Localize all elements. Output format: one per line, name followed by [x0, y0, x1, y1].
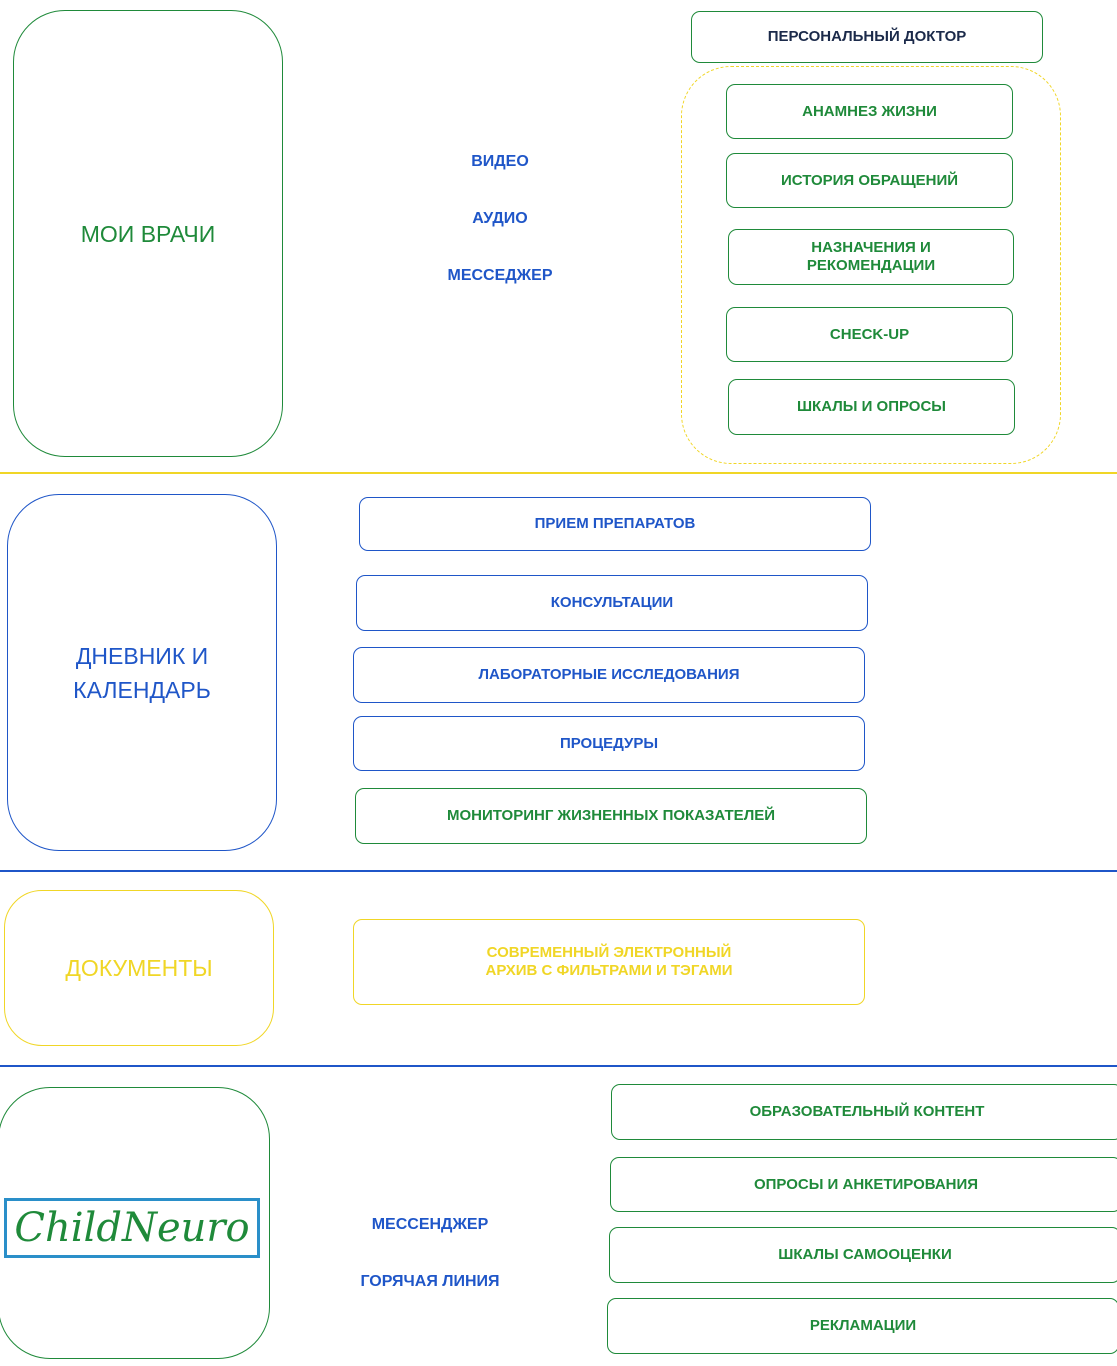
messenger-link[interactable]: МЕССЕДЖЕР: [447, 267, 553, 284]
documents-panel[interactable]: ДОКУМЕНТЫ: [4, 890, 274, 1046]
vitals-monitoring-button[interactable]: МОНИТОРИНГ ЖИЗНЕННЫХ ПОКАЗАТЕЛЕЙ: [355, 788, 867, 844]
electronic-archive-button[interactable]: СОВРЕМЕННЫЙ ЭЛЕКТРОННЫЙ АРХИВ С ФИЛЬТРАМ…: [353, 919, 865, 1005]
life-anamnesis-button[interactable]: АНАМНЕЗ ЖИЗНИ: [726, 84, 1013, 139]
consultations-button[interactable]: КОНСУЛЬТАЦИИ: [356, 575, 868, 631]
medication-intake-button[interactable]: ПРИЕМ ПРЕПАРАТОВ: [359, 497, 871, 551]
checkup-button[interactable]: CHECK-UP: [726, 307, 1013, 362]
childneuro-panel: [0, 1087, 270, 1359]
prescriptions-button[interactable]: НАЗНАЧЕНИЯ И РЕКОМЕНДАЦИИ: [728, 229, 1014, 285]
section-divider-1: [0, 472, 1117, 474]
video-link[interactable]: ВИДЕО: [471, 153, 529, 170]
diary-calendar-panel[interactable]: ДНЕВНИК И КАЛЕНДАРЬ: [7, 494, 277, 851]
my-doctors-title: МОИ ВРАЧИ: [80, 220, 216, 247]
my-doctors-panel[interactable]: МОИ ВРАЧИ: [13, 10, 283, 457]
messenger-link-2[interactable]: МЕССЕНДЖЕР: [371, 1216, 489, 1233]
claims-button[interactable]: РЕКЛАМАЦИИ: [607, 1298, 1117, 1354]
section-divider-2: [0, 870, 1117, 872]
visit-history-button[interactable]: ИСТОРИЯ ОБРАЩЕНИЙ: [726, 153, 1013, 208]
childneuro-logo-text: ChildNeuro: [14, 1205, 250, 1251]
self-assessment-scales-button[interactable]: ШКАЛЫ САМООЦЕНКИ: [609, 1227, 1117, 1283]
polls-questionnaires-button[interactable]: ОПРОСЫ И АНКЕТИРОВАНИЯ: [610, 1157, 1117, 1212]
hotline-link[interactable]: ГОРЯЧАЯ ЛИНИЯ: [360, 1273, 500, 1290]
medical-records-group: [681, 66, 1061, 464]
diary-calendar-title: ДНЕВНИК И КАЛЕНДАРЬ: [73, 642, 211, 703]
documents-title: ДОКУМЕНТЫ: [65, 955, 213, 981]
lab-tests-button[interactable]: ЛАБОРАТОРНЫЕ ИССЛЕДОВАНИЯ: [353, 647, 865, 703]
audio-link[interactable]: АУДИО: [472, 210, 528, 227]
procedures-button[interactable]: ПРОЦЕДУРЫ: [353, 716, 865, 771]
section-divider-3: [0, 1065, 1117, 1067]
childneuro-logo: ChildNeuro: [4, 1198, 260, 1258]
educational-content-button[interactable]: ОБРАЗОВАТЕЛЬНЫЙ КОНТЕНТ: [611, 1084, 1117, 1140]
scales-surveys-button[interactable]: ШКАЛЫ И ОПРОСЫ: [728, 379, 1015, 435]
personal-doctor-button[interactable]: ПЕРСОНАЛЬНЫЙ ДОКТОР: [691, 11, 1043, 63]
